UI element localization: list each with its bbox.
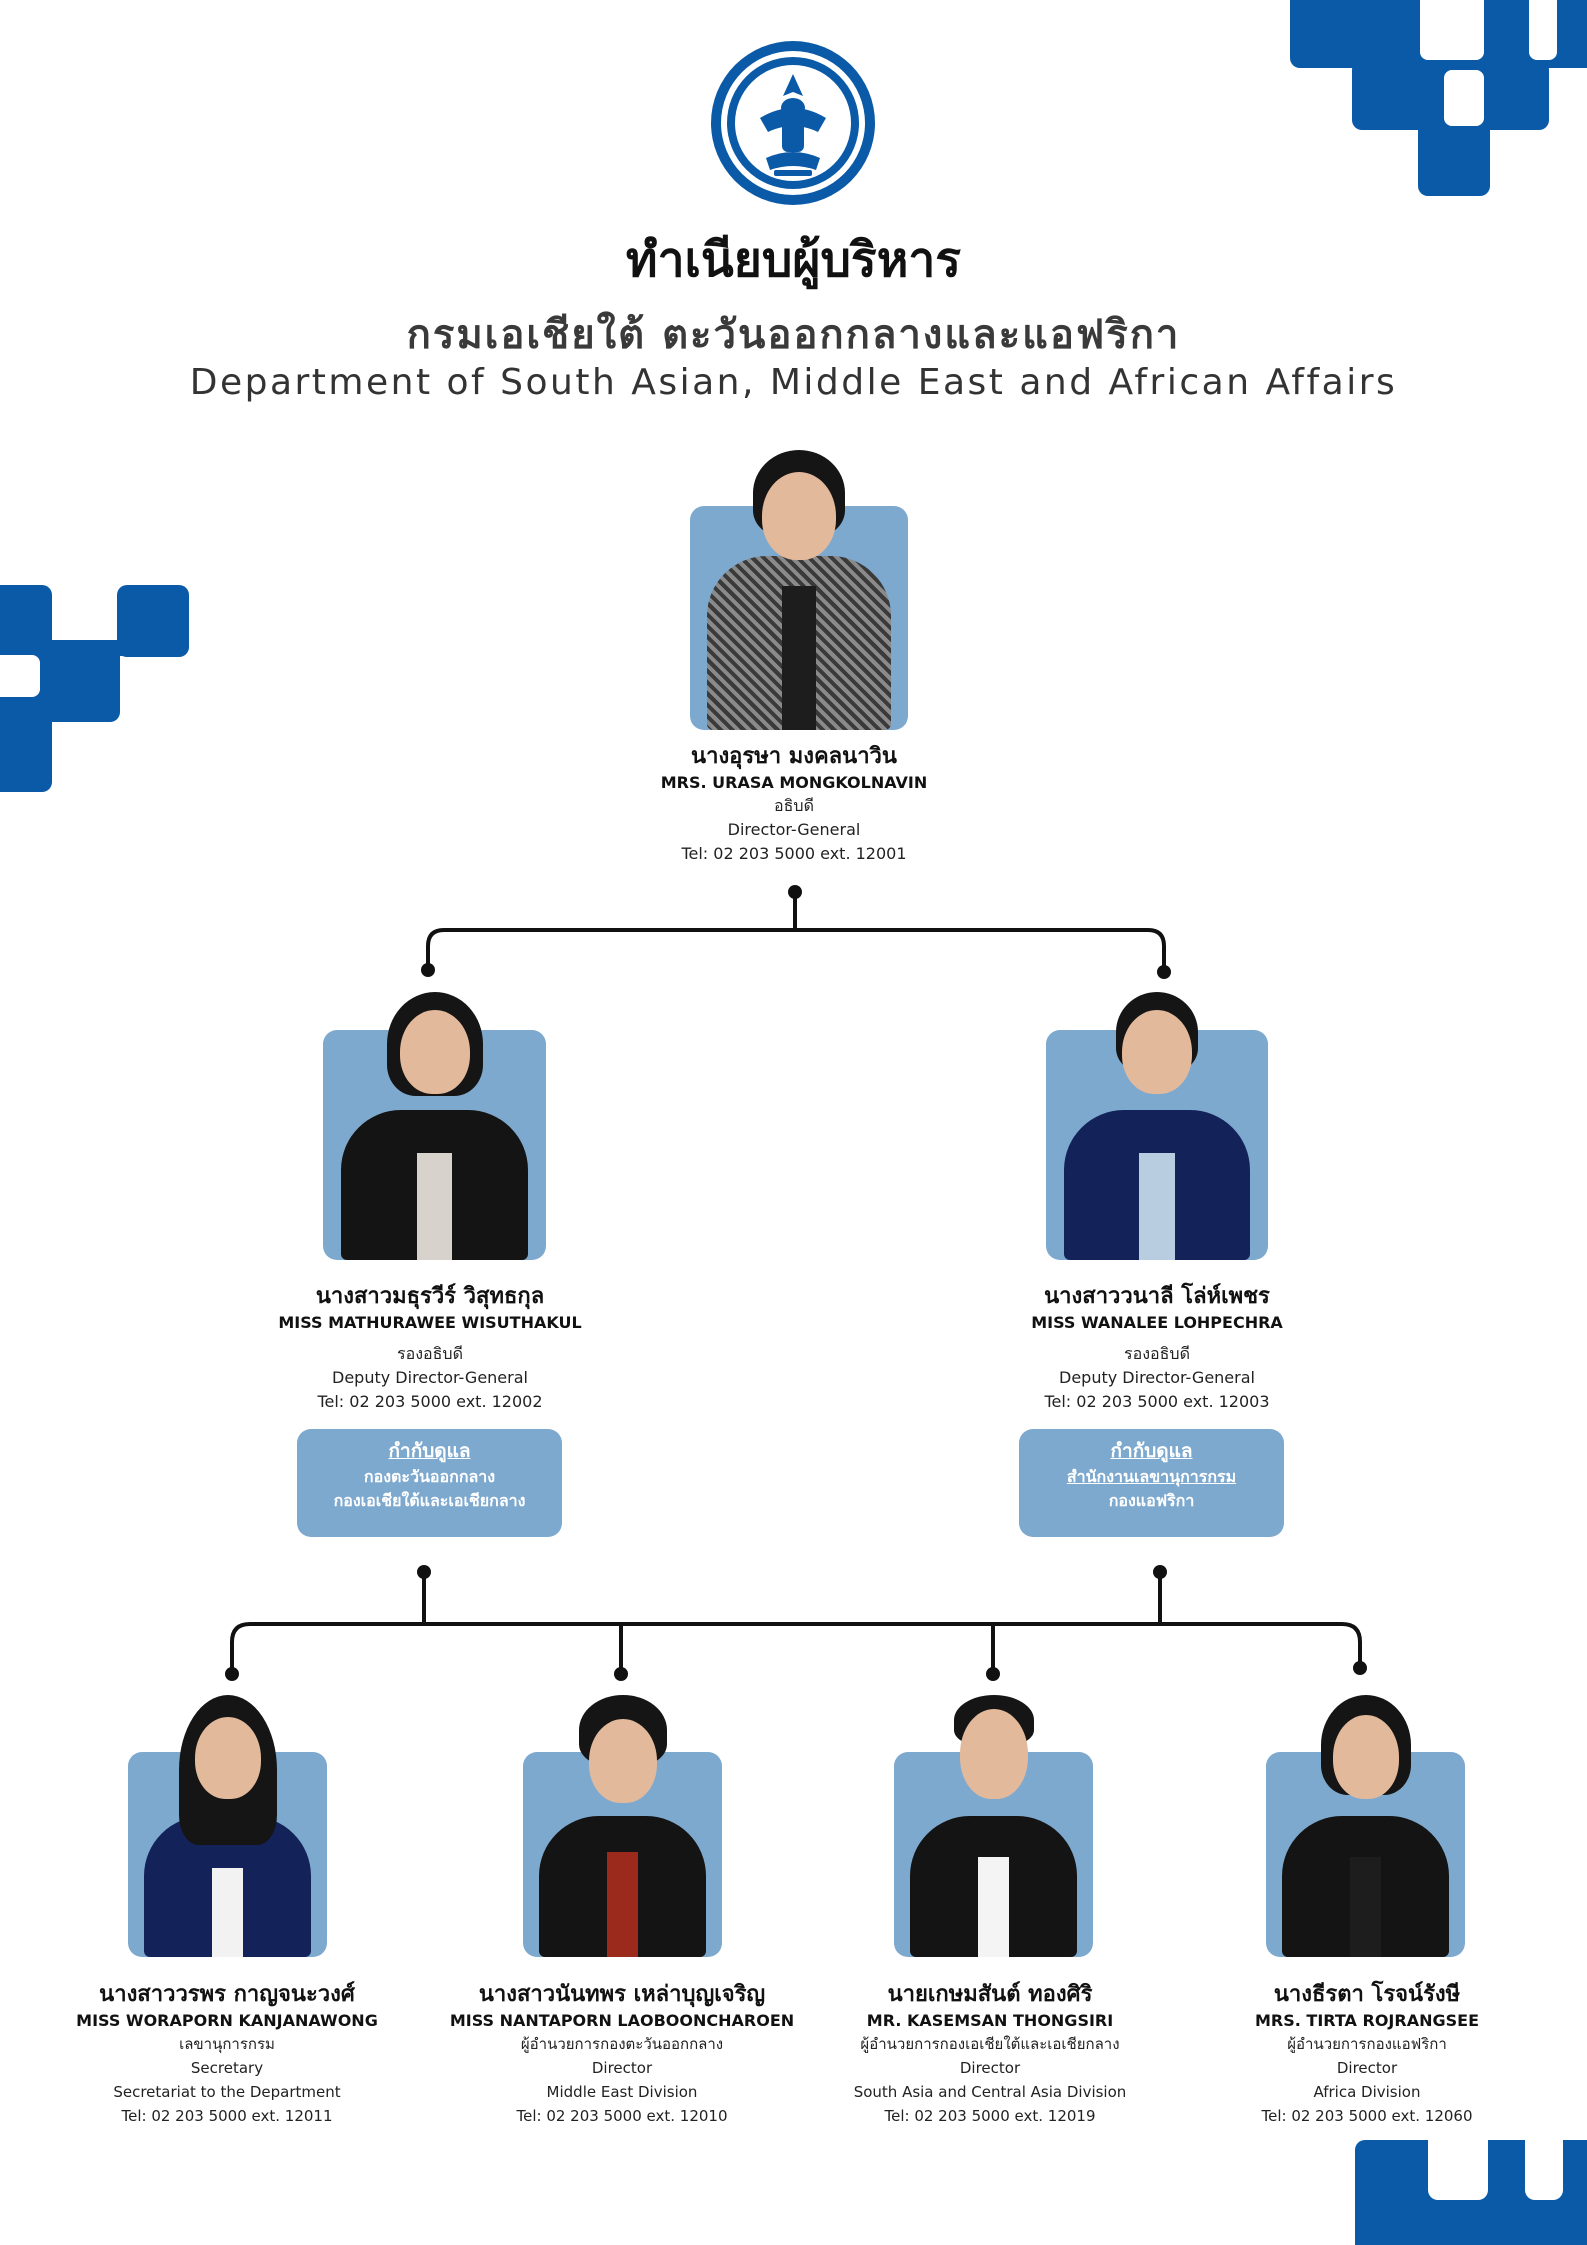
- staff-3-position-th: ผู้อำนวยการกองเอเชียใต้และเอเชียกลาง: [860, 2035, 1120, 2053]
- deputy-1-oversee-label: กำกับดูแล: [388, 1440, 471, 1462]
- staff-4-photo: [1266, 1695, 1465, 1957]
- staff-3-tel: Tel: 02 203 5000 ext. 12019: [884, 2107, 1096, 2125]
- deputy-1-photo: [323, 992, 546, 1260]
- staff-2-unit: Middle East Division: [546, 2083, 698, 2101]
- staff-2-name-en: MISS NANTAPORN LAOBOONCHAROEN: [449, 2011, 795, 2030]
- deputy-1-name-en: MISS MATHURAWEE WISUTHAKUL: [278, 1313, 582, 1332]
- staff-1-tel: Tel: 02 203 5000 ext. 12011: [121, 2107, 333, 2125]
- staff-2-position-en: Director: [591, 2059, 653, 2077]
- page-title: ทำเนียบผู้บริหาร: [625, 232, 962, 288]
- deputy-2-tel: Tel: 02 203 5000 ext. 12003: [1044, 1392, 1270, 1411]
- garuda-seal-emblem: [711, 41, 875, 205]
- staff-4-position-en: Director: [1336, 2059, 1398, 2077]
- staff-1-name-en: MISS WORAPORN KANJANAWONG: [76, 2011, 378, 2030]
- staff-4-name-en: MRS. TIRTA ROJRANGSEE: [1255, 2011, 1479, 2030]
- staff-3-photo: [894, 1695, 1093, 1957]
- deputy-2-position-en: Deputy Director-General: [1059, 1368, 1255, 1387]
- staff-4-info: นางธีรตา โรจน์รังษี MRS. TIRTA ROJRANGSE…: [1167, 1980, 1567, 2128]
- deputy-2-oversee-label: กำกับดูแล: [1110, 1440, 1193, 1462]
- deputy-1-position-en: Deputy Director-General: [332, 1368, 528, 1387]
- director-general-position-th: อธิบดี: [774, 796, 814, 815]
- staff-1-position-en: Secretary: [190, 2059, 264, 2077]
- staff-3-name-en: MR. KASEMSAN THONGSIRI: [866, 2011, 1114, 2030]
- deputy-2-name-en: MISS WANALEE LOHPECHRA: [1031, 1313, 1283, 1332]
- department-name-en: Department of South Asian, Middle East a…: [189, 362, 1398, 403]
- staff-2-name-th: นางสาวนันทพร เหล่าบุญเจริญ: [478, 1982, 766, 2007]
- director-general-name-th: นางอุรษา มงคลนาวิน: [691, 744, 897, 769]
- deputy-2-photo: [1046, 992, 1268, 1260]
- staff-4-name-th: นางธีรตา โรจน์รังษี: [1273, 1982, 1461, 2007]
- staff-2-tel: Tel: 02 203 5000 ext. 12010: [516, 2107, 728, 2125]
- director-general-photo: [690, 450, 908, 730]
- deputy-2-oversee-item: กองแอฟริกา: [1108, 1491, 1195, 1510]
- deputy-1-oversee-box: กำกับดูแล กองตะวันออกกลาง กองเอเชียใต้แล…: [297, 1429, 562, 1537]
- staff-1-unit: Secretariat to the Department: [113, 2083, 341, 2101]
- director-general-position-en: Director-General: [727, 820, 861, 839]
- staff-3-info: นายเกษมสันต์ ทองศิริ MR. KASEMSAN THONGS…: [790, 1980, 1190, 2128]
- director-general-info: นางอุรษา มงคลนาวิน MRS. URASA MONGKOLNAV…: [594, 742, 994, 866]
- deputy-1-tel: Tel: 02 203 5000 ext. 12002: [317, 1392, 543, 1411]
- staff-2-position-th: ผู้อำนวยการกองตะวันออกกลาง: [520, 2035, 724, 2053]
- deputy-1-name-th: นางสาวมธุรวีร์ วิสุทธกุล: [315, 1284, 545, 1309]
- staff-2-info: นางสาวนันทพร เหล่าบุญเจริญ MISS NANTAPOR…: [422, 1980, 822, 2128]
- staff-2-photo: [523, 1695, 722, 1957]
- staff-1-position-th: เลขานุการกรม: [179, 2035, 275, 2053]
- deputy-1-oversee-item: กองตะวันออกกลาง: [363, 1467, 496, 1486]
- deputy-1-position-th: รองอธิบดี: [397, 1344, 463, 1363]
- deputy-2-name-th: นางสาววนาลี โล่ห์เพชร: [1044, 1284, 1270, 1309]
- deputy-2-position-th: รองอธิบดี: [1124, 1344, 1190, 1363]
- staff-4-tel: Tel: 02 203 5000 ext. 12060: [1261, 2107, 1473, 2125]
- deputy-2-oversee-box: กำกับดูแล สำนักงานเลขานุการกรม กองแอฟริก…: [1019, 1429, 1284, 1537]
- staff-3-name-th: นายเกษมสันต์ ทองศิริ: [887, 1982, 1093, 2007]
- director-general-name-en: MRS. URASA MONGKOLNAVIN: [660, 773, 928, 792]
- staff-3-unit: South Asia and Central Asia Division: [853, 2083, 1127, 2101]
- staff-1-photo: [128, 1695, 327, 1957]
- staff-3-position-en: Director: [959, 2059, 1021, 2077]
- staff-1-name-th: นางสาววรพร กาญจนะวงศ์: [99, 1982, 355, 2007]
- department-name-th: กรมเอเชียใต้ ตะวันออกกลางและแอฟริกา: [406, 312, 1181, 358]
- deputy-2-oversee-item: สำนักงานเลขานุการกรม: [1066, 1467, 1237, 1486]
- staff-1-info: นางสาววรพร กาญจนะวงศ์ MISS WORAPORN KANJ…: [27, 1980, 427, 2128]
- director-general-tel: Tel: 02 203 5000 ext. 12001: [681, 844, 907, 863]
- deputy-2-info: นางสาววนาลี โล่ห์เพชร MISS WANALEE LOHPE…: [957, 1282, 1357, 1414]
- staff-4-position-th: ผู้อำนวยการกองแอฟริกา: [1287, 2035, 1447, 2053]
- deputy-1-info: นางสาวมธุรวีร์ วิสุทธกุล MISS MATHURAWEE…: [230, 1282, 630, 1414]
- deputy-1-oversee-item: กองเอเชียใต้และเอเชียกลาง: [333, 1491, 526, 1510]
- staff-4-unit: Africa Division: [1313, 2083, 1421, 2101]
